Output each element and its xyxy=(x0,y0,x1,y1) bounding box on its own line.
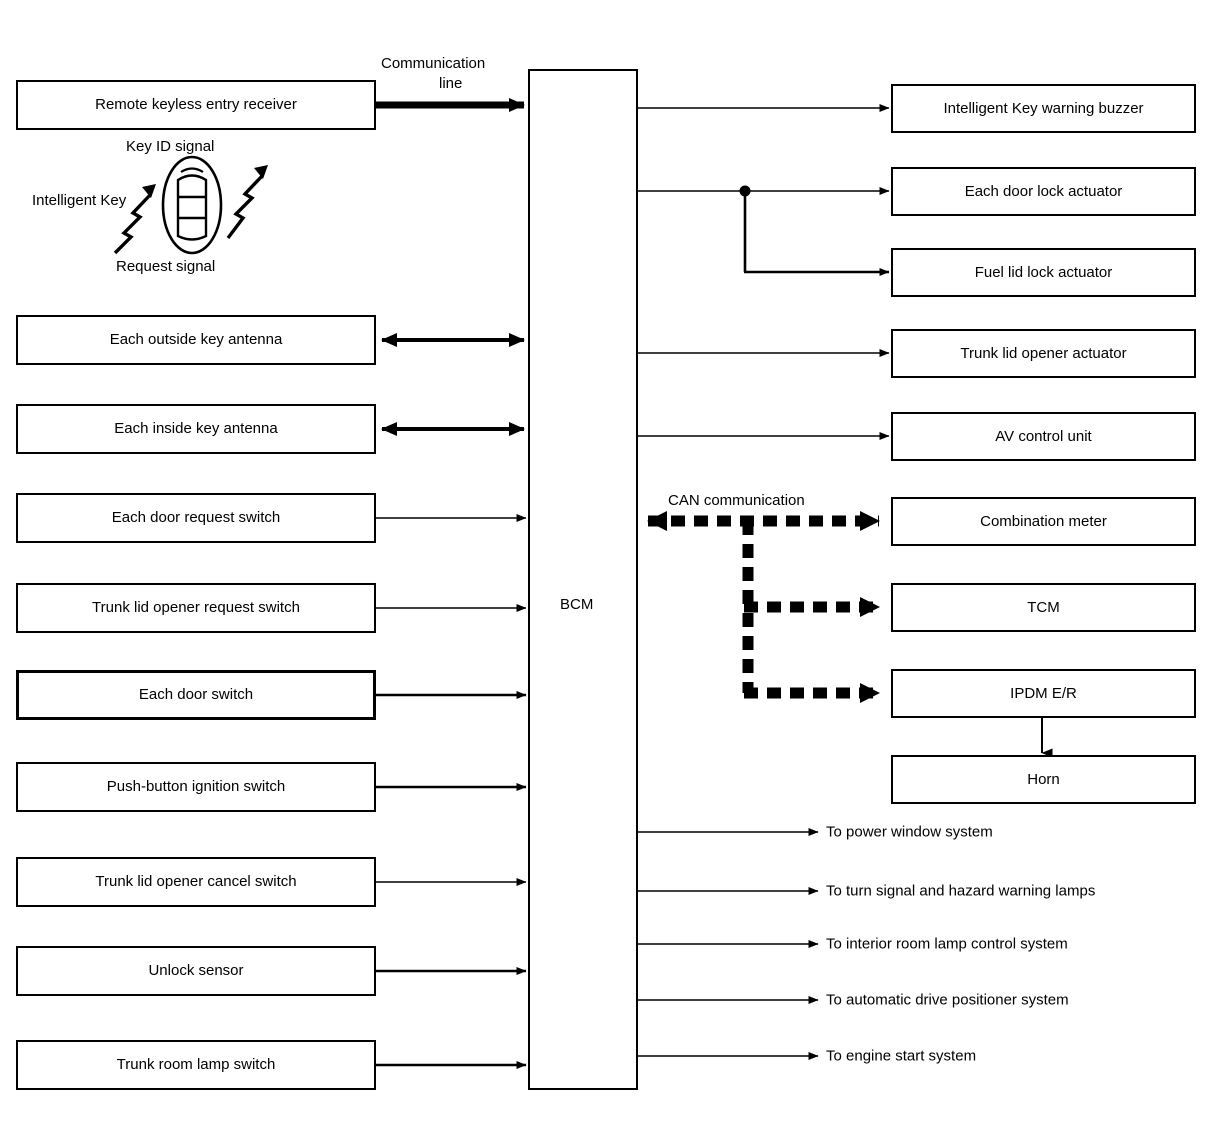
node-each-door-lock-actuator[interactable]: Each door lock actuator xyxy=(891,167,1196,216)
node-remote-keyless-entry-receiver[interactable]: Remote keyless entry receiver xyxy=(16,80,376,130)
wire-door-lock-fuel-lid-branch xyxy=(638,185,890,276)
node-label: Trunk lid opener actuator xyxy=(960,344,1127,362)
node-label: Each door switch xyxy=(138,686,254,704)
label-to-interior-room-lamp-control-system: To interior room lamp control system xyxy=(826,935,1068,953)
node-label: Combination meter xyxy=(980,512,1107,530)
bcm-label: BCM xyxy=(560,596,594,613)
can-bus xyxy=(647,511,880,703)
node-trunk-lid-opener-request-switch[interactable]: Trunk lid opener request switch xyxy=(16,583,376,633)
label-communication-line-row1: Communication xyxy=(381,55,486,72)
label-to-turn-signal-and-hazard-warning-lamps: To turn signal and hazard warning lamps xyxy=(826,882,1096,900)
node-label: Each outside key antenna xyxy=(109,331,283,349)
node-fuel-lid-lock-actuator[interactable]: Fuel lid lock actuator xyxy=(891,248,1196,297)
node-label: Fuel lid lock actuator xyxy=(974,263,1113,281)
node-each-outside-key-antenna[interactable]: Each outside key antenna xyxy=(16,315,376,365)
label-communication-line-row2: line xyxy=(439,75,463,92)
node-tcm[interactable]: TCM xyxy=(891,583,1196,632)
node-label: Horn xyxy=(1027,770,1060,788)
node-label: Each inside key antenna xyxy=(114,420,278,438)
node-combination-meter[interactable]: Combination meter xyxy=(891,497,1196,546)
node-unlock-sensor[interactable]: Unlock sensor xyxy=(16,946,376,996)
label-key-id-signal: Key ID signal xyxy=(126,138,215,155)
intelligent-key-fob-icon xyxy=(161,155,223,255)
label-to-power-window-system: To power window system xyxy=(826,823,993,841)
label-can-communication: CAN communication xyxy=(668,492,805,509)
label-request-signal: Request signal xyxy=(116,258,216,275)
label-intelligent-key: Intelligent Key xyxy=(32,192,127,209)
node-trunk-room-lamp-switch[interactable]: Trunk room lamp switch xyxy=(16,1040,376,1090)
node-label: Each door lock actuator xyxy=(964,182,1123,200)
node-ipdm-er[interactable]: IPDM E/R xyxy=(891,669,1196,718)
node-label: Trunk room lamp switch xyxy=(116,1056,276,1074)
node-each-door-request-switch[interactable]: Each door request switch xyxy=(16,493,376,543)
node-label: Each door request switch xyxy=(111,509,281,527)
label-to-engine-start-system: To engine start system xyxy=(826,1047,977,1065)
node-intelligent-key-warning-buzzer[interactable]: Intelligent Key warning buzzer xyxy=(891,84,1196,133)
node-label: TCM xyxy=(1027,598,1060,616)
node-label: Remote keyless entry receiver xyxy=(95,96,297,114)
node-label: AV control unit xyxy=(995,427,1092,445)
label-to-automatic-drive-positioner-system: To automatic drive positioner system xyxy=(826,991,1069,1009)
node-each-inside-key-antenna[interactable]: Each inside key antenna xyxy=(16,404,376,454)
node-label: Trunk lid opener request switch xyxy=(92,599,300,617)
node-push-button-ignition-switch[interactable]: Push-button ignition switch xyxy=(16,762,376,812)
node-label: Push-button ignition switch xyxy=(106,778,286,796)
key-id-signal-arrow-icon xyxy=(226,165,268,240)
node-label: IPDM E/R xyxy=(1010,684,1077,702)
node-label: Intelligent Key warning buzzer xyxy=(943,99,1144,117)
node-av-control-unit[interactable]: AV control unit xyxy=(891,412,1196,461)
node-label: Unlock sensor xyxy=(148,962,244,980)
junction-dot xyxy=(739,185,751,197)
bcm-module[interactable] xyxy=(528,69,638,1090)
node-trunk-lid-opener-cancel-switch[interactable]: Trunk lid opener cancel switch xyxy=(16,857,376,907)
node-label: Trunk lid opener cancel switch xyxy=(95,873,297,891)
node-each-door-switch[interactable]: Each door switch xyxy=(16,670,376,720)
node-trunk-lid-opener-actuator[interactable]: Trunk lid opener actuator xyxy=(891,329,1196,378)
node-horn[interactable]: Horn xyxy=(891,755,1196,804)
